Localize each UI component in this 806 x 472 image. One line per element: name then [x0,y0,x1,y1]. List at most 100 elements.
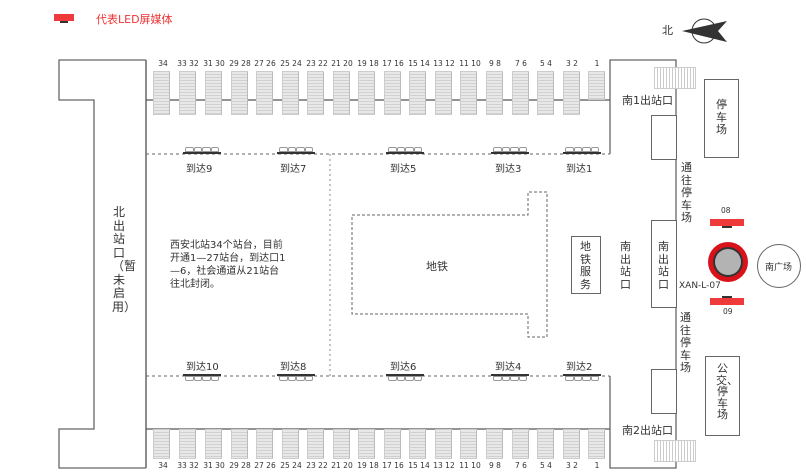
south-exit-outer-box [651,220,677,308]
south2-stairs [654,440,696,462]
track-block [333,71,350,115]
track-label: 17 16 [382,59,404,68]
south2-side-box [651,369,677,414]
track-block [153,71,170,115]
track-block [282,429,299,459]
track-label: 23 22 [306,461,328,470]
gate-arrival-10 [183,374,221,382]
track-label: 33 32 [177,59,199,68]
gate-label: 到达2 [566,362,593,373]
track-label: 25 24 [280,59,302,68]
compass-north-label: 北 [662,24,673,37]
track-block [537,71,554,115]
led-screen-08[interactable] [710,219,744,226]
metro-service-box [571,236,601,294]
station-note: 西安北站34个站台，目前开通1—27站台，到达口1—6，社会通道从21站台往北封… [170,240,286,290]
gate-label: 到达10 [186,362,219,373]
track-label: 19 18 [357,59,379,68]
gate-arrival-5 [386,147,424,155]
led-screen-09[interactable] [710,298,744,305]
south1-stairs [654,67,696,89]
track-label: 13 12 [433,461,455,470]
track-label: 7 6 [515,461,527,470]
parking-label: 停车场 [716,98,727,136]
track-label: 34 [158,461,168,470]
gate-arrival-2 [563,374,601,382]
track-label: 1 [594,59,600,68]
south-square-label: 南广场 [765,263,793,273]
track-block [435,71,452,115]
pillar-core [715,249,741,275]
led-legend-icon-base [60,21,68,23]
track-label: 29 28 [229,59,251,68]
legend-label: 代表LED屏媒体 [96,13,173,26]
gate-label: 到达7 [280,164,307,175]
track-label: 15 14 [408,461,430,470]
track-block [256,71,273,115]
track-label: 1 [594,461,600,470]
track-label: 5 4 [540,59,552,68]
led-legend-icon [54,14,74,21]
gate-label: 到达9 [186,164,213,175]
gate-label: 到达3 [495,164,522,175]
pillar-media-xan-l-07[interactable] [708,242,748,282]
track-label: 7 6 [515,59,527,68]
track-label: 11 10 [459,59,481,68]
north-exit-label: 北出站口（暂未启用） [112,205,137,314]
track-block [409,71,426,115]
track-label: 31 30 [203,59,225,68]
gate-arrival-9 [183,147,221,155]
gate-arrival-4 [491,374,529,382]
compass-arrow-icon [682,18,727,44]
track-block [384,71,401,115]
track-label: 15 14 [408,59,430,68]
track-block [486,71,503,115]
bus-parking-box [705,356,740,436]
gate-label: 到达4 [495,362,522,373]
screen-08-id: 08 [721,206,731,215]
track-block [358,429,375,459]
track-label: 21 20 [331,59,353,68]
track-block [205,429,222,459]
track-label: 3 2 [566,461,578,470]
metro-label: 地铁 [426,260,448,273]
track-block [179,429,196,459]
gate-arrival-1 [563,147,601,155]
track-block [537,429,554,459]
track-block [307,429,324,459]
track-label: 11 10 [459,461,481,470]
track-block [512,429,529,459]
track-label: 29 28 [229,461,251,470]
track-label: 5 4 [540,461,552,470]
metro-service-label: 地铁服务 [580,240,591,291]
gate-label: 到达5 [390,164,417,175]
led-screen-08-base [722,226,732,228]
to-parking-top-label: 通往停车场 [681,161,692,224]
track-block [231,71,248,115]
south-square-circle [757,244,801,288]
gate-label: 到达8 [280,362,307,373]
track-block [588,71,605,100]
track-block [179,71,196,115]
track-label: 21 20 [331,461,353,470]
south2-exit-label: 南2出站口 [622,424,673,437]
gate-arrival-6 [386,374,424,382]
south-exit-outer-label: 南出站口 [658,240,669,291]
track-block [409,429,426,459]
gate-label: 到达6 [390,362,417,373]
south1-exit-label: 南1出站口 [622,94,673,107]
track-label: 31 30 [203,461,225,470]
track-label: 27 26 [254,59,276,68]
pillar-id: XAN-L-07 [679,281,721,291]
track-block [282,71,299,115]
track-label: 3 2 [566,59,578,68]
track-label: 19 18 [357,461,379,470]
track-label: 17 16 [382,461,404,470]
gate-arrival-7 [277,147,315,155]
track-label: 27 26 [254,461,276,470]
gate-arrival-3 [491,147,529,155]
track-block [588,429,605,459]
track-label: 34 [158,59,168,68]
track-block [512,71,529,115]
